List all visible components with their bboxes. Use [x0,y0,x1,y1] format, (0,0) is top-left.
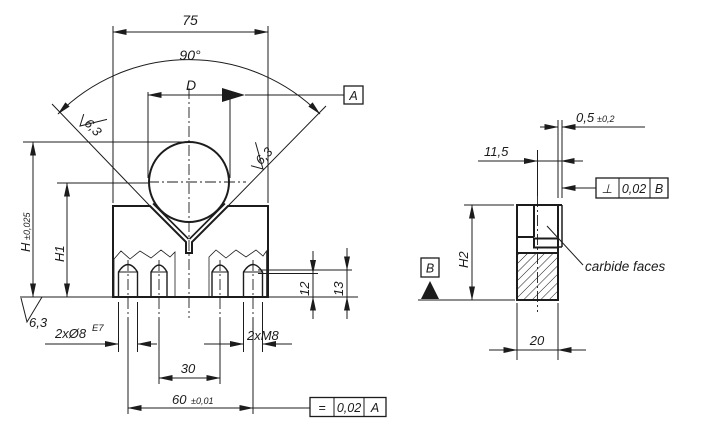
vblock-body-outline [112,205,269,298]
roughness-right: 6,3 [250,142,276,170]
dim-h2: H2 [456,251,471,268]
fcf-perp-datum: B [655,182,663,196]
fcf-bottom: = 0,02 A [309,396,387,418]
dim-05-tol: ±0,2 [597,114,614,124]
carbide-insert-section [533,237,559,249]
label-thread-holes-group: 2xM8 [204,328,292,347]
v-face-extension-right [227,105,327,207]
section-hatch-right [208,249,267,297]
datum-a-box [343,85,364,105]
label-carbide: carbide faces [585,259,666,274]
angle-arc [57,59,321,115]
dim-05: 0,5 [576,110,595,125]
datum-b-group: B [418,257,515,301]
dim-angle: 90° [179,47,201,63]
roughness-right-value: 6,3 [252,144,276,168]
dim-115-group: 11,5 [478,144,583,164]
dim-height: H [18,242,33,252]
dim-30-group: 30 [158,361,221,381]
fcf-perp-symbol: ⊥ [602,182,613,196]
datum-a-triangle [222,88,245,102]
dim-115: 11,5 [484,144,509,159]
side-view: 0,5 ±0,2 11,5 ⊥ 0,02 B H2 [418,110,669,360]
dim-20: 20 [529,333,545,348]
fit-hole-left [117,263,139,298]
roughness-base: 6,3 [20,296,48,330]
fcf-perp: ⊥ 0,02 B [561,177,669,199]
roughness-left-value: 6,3 [81,116,105,140]
dim-height-tol: ±0,025 [22,212,32,240]
thread-hole-left [150,264,168,298]
fcf-bottom-tolerance: 0,02 [337,401,361,415]
dim-60: 60 [172,392,187,407]
datum-b-triangle [421,281,439,299]
carbide-label-group: carbide faces [546,225,666,274]
thread-hole-right [211,264,229,298]
dim-60-tol: ±0,01 [191,396,213,406]
dim-diameter-group: D A [147,77,364,178]
label-fit-holes-sup: E7 [92,323,104,334]
datum-b-label: B [426,262,434,276]
section-hatch-left [113,249,176,297]
dim-12-13-group: 12 13 [258,248,352,319]
v-face-extension-left [51,103,151,207]
dim-h1-group: H1 [52,182,148,298]
fit-hole-right [242,263,264,298]
dim-20-group: 20 [489,303,586,360]
label-thread-holes: 2xM8 [246,328,280,343]
roughness-base-value: 6,3 [29,315,48,330]
dim-h1: H1 [52,245,67,262]
dim-height-group: H ±0,025 [18,141,186,298]
datum-b-box [420,257,440,278]
dim-width-top: 75 [182,12,198,28]
dim-13: 13 [331,281,346,296]
front-view: 90° 75 D A 6,3 6,3 [18,12,387,418]
fcf-bottom-datum: A [370,401,379,415]
fcf-bottom-symbol: = [318,401,325,415]
datum-a-label: A [348,89,357,103]
dim-width-top-group: 75 [112,12,269,203]
fcf-perp-tolerance: 0,02 [622,182,646,196]
dim-12: 12 [297,281,312,296]
dim-30: 30 [181,361,196,376]
dim-h2-group: H2 [456,204,514,301]
dim-diameter: D [186,77,196,93]
dim-60-group: 60 ±0,01 = 0,02 A [127,392,387,418]
label-fit-holes: 2xØ8 [54,326,87,341]
label-fit-holes-group: 2xØ8 E7 [45,323,157,347]
